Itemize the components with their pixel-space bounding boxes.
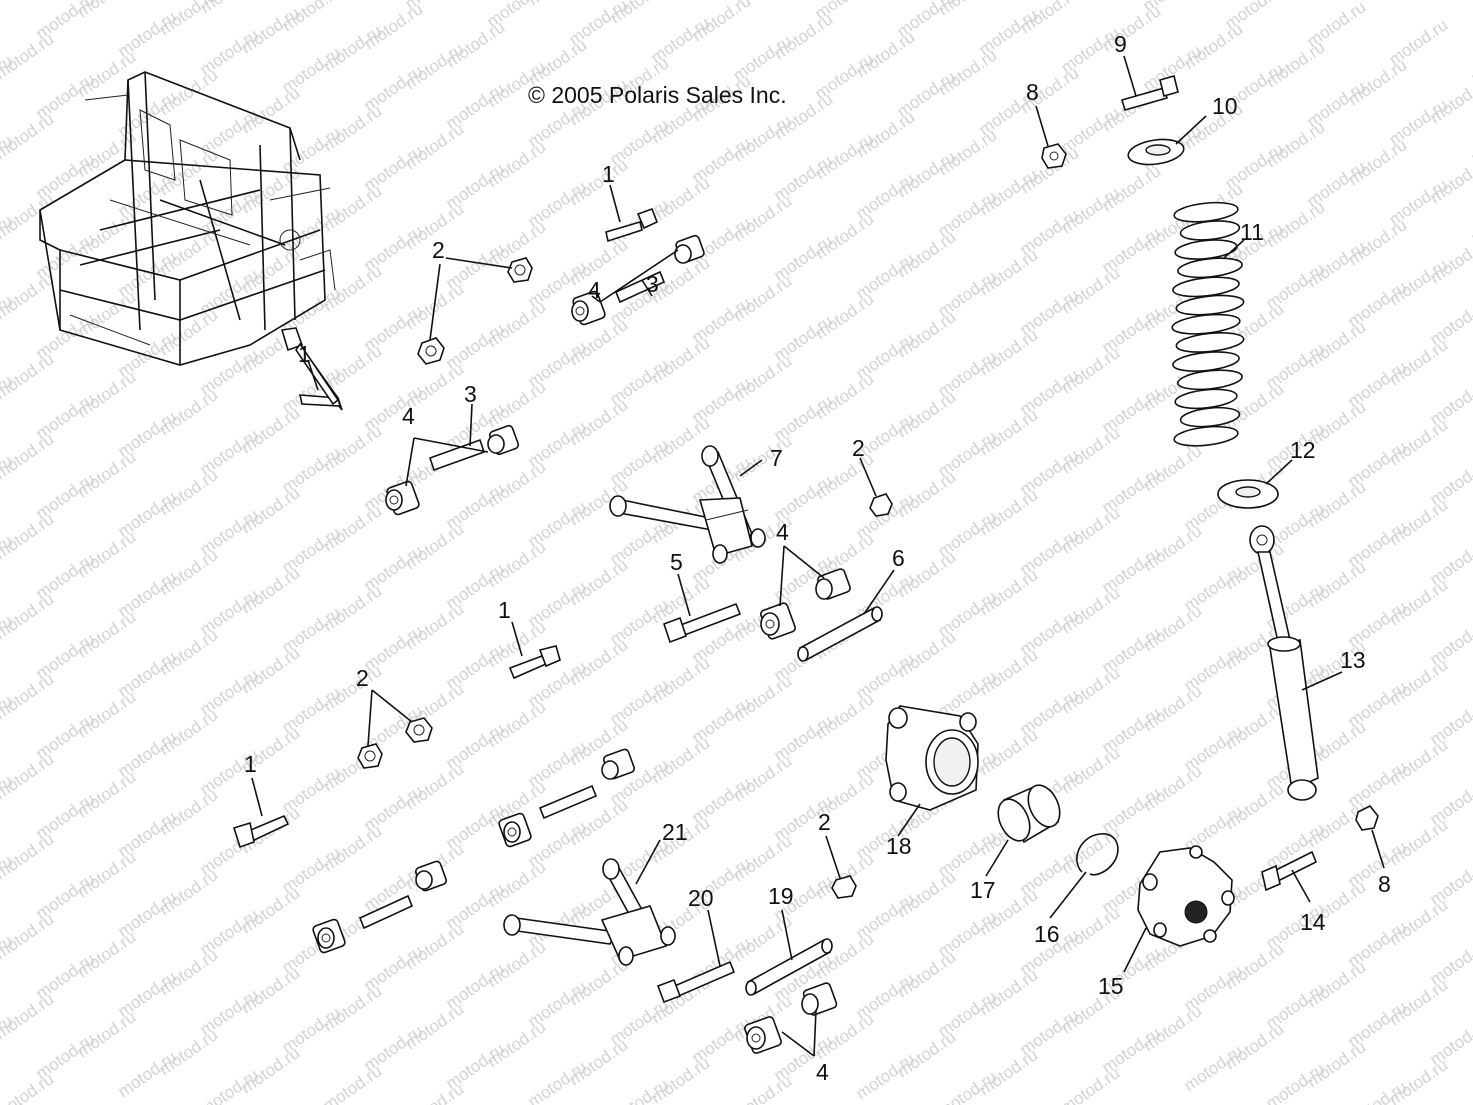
callout-1-left: 1 [298, 341, 311, 367]
sleeve-3-a [614, 270, 666, 304]
bushing-4-f [760, 602, 796, 640]
watermark-text: motod.ru [196, 1065, 262, 1105]
callout-20: 20 [688, 885, 714, 911]
callout-2-lower: 2 [356, 665, 369, 691]
bolt-9 [1121, 75, 1179, 111]
bolt-1-top [605, 207, 659, 243]
callout-21: 21 [662, 819, 688, 845]
callout-4-top: 4 [588, 277, 601, 303]
callout-labels: 1 2 4 3 1 4 3 7 2 4 5 6 1 2 1 18 2 21 20… [244, 31, 1391, 1085]
frame-illustration [39, 71, 336, 366]
callout-4-bottom: 4 [816, 1059, 829, 1085]
callout-15: 15 [1098, 973, 1124, 999]
nut-2-f [831, 875, 857, 899]
callout-8-lower: 8 [1378, 871, 1391, 897]
nut-8-top [1041, 143, 1067, 169]
callout-13: 13 [1340, 647, 1366, 673]
sleeve-lower-b [358, 894, 414, 930]
callout-8-top: 8 [1026, 79, 1039, 105]
copyright-text: © 2005 Polaris Sales Inc. [528, 82, 787, 108]
callout-1-top: 1 [602, 161, 615, 187]
bolt-14 [1261, 850, 1318, 892]
leader-lines [251, 55, 1385, 1057]
nut-2-d [405, 717, 433, 743]
callout-11: 11 [1240, 219, 1264, 245]
bushing-4-a [674, 234, 705, 264]
washer-12 [1217, 479, 1279, 509]
watermark-text: motod.ru [1057, 1063, 1123, 1105]
callout-7: 7 [770, 445, 783, 471]
watermark-text: motod.ru [1467, 1073, 1473, 1105]
callout-4-left: 4 [402, 403, 415, 429]
callout-2-top: 2 [432, 237, 445, 263]
bushing-4-h [744, 1016, 782, 1054]
bearing-17 [997, 784, 1061, 844]
pivot-bolt-20 [656, 960, 736, 1004]
lower-arm-21 [503, 858, 676, 966]
watermark-text: motod.ru [729, 1071, 795, 1105]
bolt-1-left [280, 327, 343, 411]
bushing-lower-a [601, 748, 635, 780]
watermark-text: motod.ru [934, 1067, 1000, 1105]
spring-coil [1173, 201, 1239, 223]
watermark-text: motod.ru [0, 1069, 57, 1105]
upper-arm-7 [609, 445, 766, 564]
callout-1-middle: 1 [498, 597, 511, 623]
bushing-4-c [487, 424, 520, 456]
bushing-lower-d [312, 918, 346, 954]
bushing-lower-b [498, 812, 532, 848]
bushing-4-d [385, 480, 420, 516]
callout-3-left: 3 [464, 381, 477, 407]
bolt-1-lower-left [232, 814, 290, 849]
callout-4-middle: 4 [776, 519, 789, 545]
bushing-4-e [815, 568, 851, 600]
callout-16: 16 [1034, 921, 1060, 947]
nut-8-lower [1355, 804, 1379, 831]
callout-19: 19 [768, 883, 794, 909]
spring-11 [1171, 201, 1245, 447]
watermark-text: motod.ru [852, 0, 918, 1]
spring-coil [1173, 425, 1239, 447]
nut-2-e [357, 743, 383, 769]
pivot-tube-19 [745, 938, 833, 996]
watermark-text: motod.ru [319, 1061, 385, 1105]
bushing-lower-c [415, 860, 447, 892]
callout-3-top: 3 [646, 271, 659, 297]
callout-17: 17 [970, 877, 996, 903]
snap-ring-16 [1076, 833, 1119, 876]
callout-12: 12 [1290, 437, 1316, 463]
callout-1-lower: 1 [244, 751, 257, 777]
callout-2-right: 2 [852, 435, 865, 461]
sleeve-lower-a [538, 784, 598, 820]
bushing-4-g [801, 982, 838, 1016]
nut-2-c [869, 493, 893, 517]
watermark-text: motod.ru [401, 1079, 467, 1105]
callout-10: 10 [1212, 93, 1238, 119]
callout-9: 9 [1114, 31, 1127, 57]
watermark-text: motod.ru [0, 0, 57, 3]
bolt-1-middle [508, 645, 561, 680]
pivot-tube-6 [797, 606, 883, 662]
watermark-text: motod.ru [0, 0, 16, 25]
shock-13 [1249, 525, 1319, 801]
callout-2-bottom: 2 [818, 809, 831, 835]
washer-10 [1127, 138, 1185, 166]
bearing-housing-18 [885, 705, 979, 811]
callout-6: 6 [892, 545, 905, 571]
callout-14: 14 [1300, 909, 1326, 935]
hub-15 [1137, 845, 1235, 947]
pivot-bolt-5 [662, 602, 742, 644]
nut-2-b [417, 337, 445, 365]
callout-18: 18 [886, 833, 912, 859]
nut-2-a [507, 257, 533, 283]
callout-5: 5 [670, 549, 683, 575]
